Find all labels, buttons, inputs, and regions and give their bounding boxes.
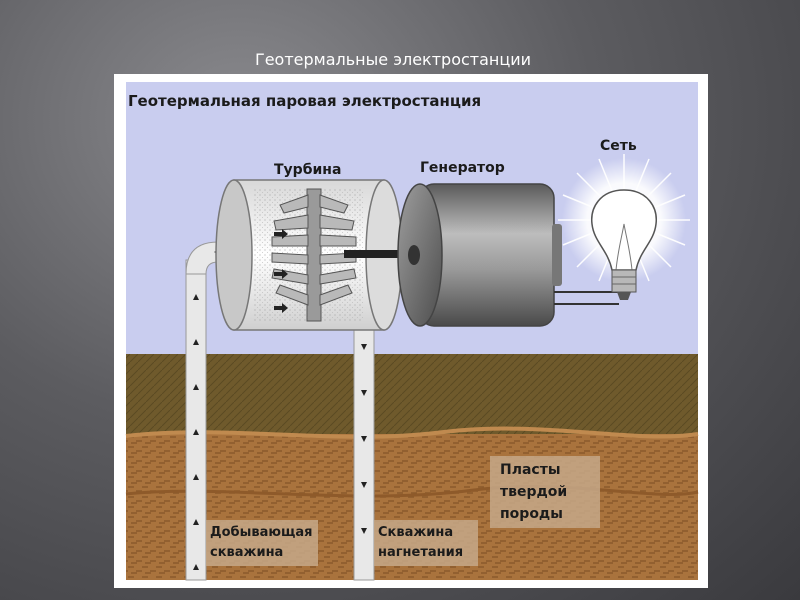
injection-label-line1: Скважина <box>378 525 453 540</box>
grid-label: Сеть <box>600 138 637 154</box>
generator <box>397 183 562 327</box>
rock-label-line1: Пласты <box>500 462 561 478</box>
rock-label-line2: твердой <box>500 484 567 500</box>
turbine-rotor <box>271 188 357 322</box>
rock-label-line3: породы <box>500 506 563 522</box>
turbine-shaft <box>344 250 428 258</box>
production-well-pipe <box>185 259 207 581</box>
rock-label-box <box>490 456 600 528</box>
geothermal-diagram: Геотермальная паровая электростанция <box>125 82 699 581</box>
light-bulb-icon <box>558 154 690 300</box>
production-label-line1: Добывающая <box>210 525 312 540</box>
injection-well-pipe <box>353 321 375 581</box>
turbine <box>215 179 403 331</box>
production-label-line2: скважина <box>210 545 283 560</box>
generator-label: Генератор <box>420 160 505 176</box>
slide-title: Геотермальные электростанции <box>254 50 532 69</box>
production-label-box <box>206 520 318 566</box>
topsoil-layer <box>126 354 698 434</box>
rock-stratum-line <box>125 485 699 498</box>
injection-label-line2: нагнетания <box>378 545 463 560</box>
turbine-label: Турбина <box>274 162 341 178</box>
rock-stratum-line <box>125 426 699 439</box>
diagram-frame: Геотермальная паровая электростанция <box>114 74 708 588</box>
diagram-title: Геотермальная паровая электростанция <box>128 92 481 110</box>
downflow-arrows <box>361 344 367 534</box>
injection-label-box <box>374 520 478 566</box>
